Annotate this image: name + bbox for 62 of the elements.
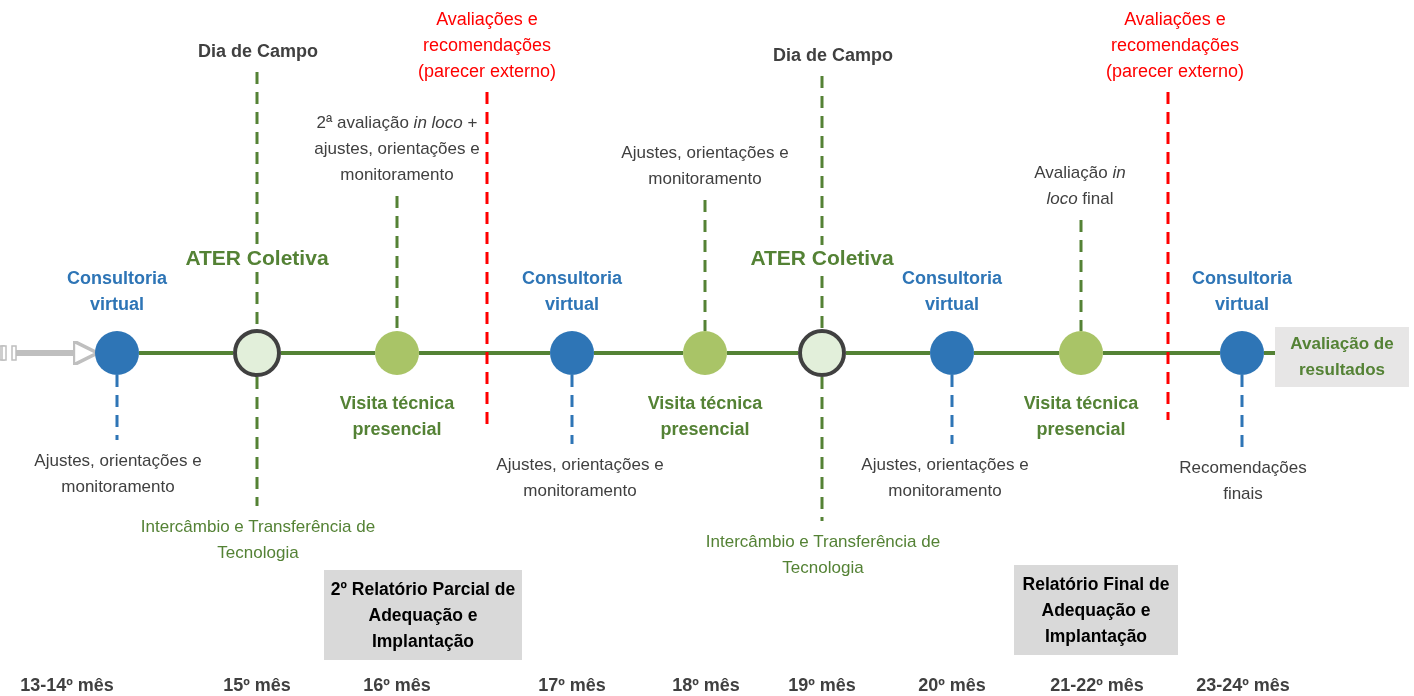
annotation-text: Ajustes, orientações e monitoramento [612,140,798,192]
annotation-text: Recomendações finais [1168,455,1318,507]
annotation-text: Ajustes, orientações e monitoramento [852,452,1038,504]
leader-line [1240,375,1244,447]
leader-line [950,375,954,444]
leader-line [820,377,824,521]
milestone-circle [550,331,594,375]
timeline-line [1103,351,1220,355]
leader-line [820,76,824,329]
milestone-circle [930,331,974,375]
timeline-line [974,351,1059,355]
leader-line [1079,220,1083,331]
annotation-text: Avaliação in loco final [1020,160,1140,212]
timeline-line [139,351,233,355]
milestone-label: Visita técnica presencial [338,392,456,441]
annotation-text: Ajustes, orientações e monitoramento [487,452,673,504]
milestone-label: Consultoria virtual [66,267,168,316]
month-label: 13-14º mês [19,674,115,696]
annotation-text: Intercâmbio e Transferência de Tecnologia [118,514,398,566]
milestone-circle [375,331,419,375]
timeline-line [419,351,550,355]
milestone-circle [95,331,139,375]
event-label: Dia de Campo [178,38,338,64]
month-label: 17º mês [537,674,607,696]
month-label: 19º mês [787,674,857,696]
timeline-line [727,351,798,355]
month-label: 16º mês [362,674,432,696]
report-box: Relatório Final de Adequação e Implantação [1014,565,1178,655]
timeline-line [281,351,375,355]
milestone-circle [1220,331,1264,375]
annotation-text: 2ª avaliação in loco + ajustes, orientações e monitoramento [307,110,487,188]
leader-line [703,200,707,331]
leader-line [570,375,574,444]
timeline-line [1264,351,1275,355]
result-box: Avaliação de resultados [1275,327,1409,387]
milestone-label: Consultoria virtual [521,267,623,316]
milestone-label: Visita técnica presencial [1022,392,1140,441]
timeline-line [846,351,930,355]
timeline-line [594,351,683,355]
evaluation-note: Avaliações e recomendações (parecer externo) [387,6,587,84]
leader-line [485,92,489,425]
annotation-text: Ajustes, orientações e monitoramento [25,448,211,500]
month-label: 15º mês [222,674,292,696]
report-box: 2º Relatório Parcial de Adequação e Implantação [324,570,522,660]
milestone-label: Consultoria virtual [901,267,1003,316]
leader-line [115,375,119,440]
annotation-text: Intercâmbio e Transferência de Tecnologia [683,529,963,581]
leader-line [395,196,399,331]
milestone-circle [233,329,281,377]
evaluation-note: Avaliações e recomendações (parecer externo) [1075,6,1275,84]
milestone-label: Consultoria virtual [1191,267,1293,316]
month-label: 23-24º mês [1195,674,1291,696]
milestone-circle [798,329,846,377]
month-label: 20º mês [917,674,987,696]
leader-line [1166,92,1170,420]
month-label: 21-22º mês [1049,674,1145,696]
event-label: Dia de Campo [753,42,913,68]
month-label: 18º mês [671,674,741,696]
leader-line [255,377,259,506]
milestone-circle [1059,331,1103,375]
milestone-label: Visita técnica presencial [646,392,764,441]
milestone-circle [683,331,727,375]
